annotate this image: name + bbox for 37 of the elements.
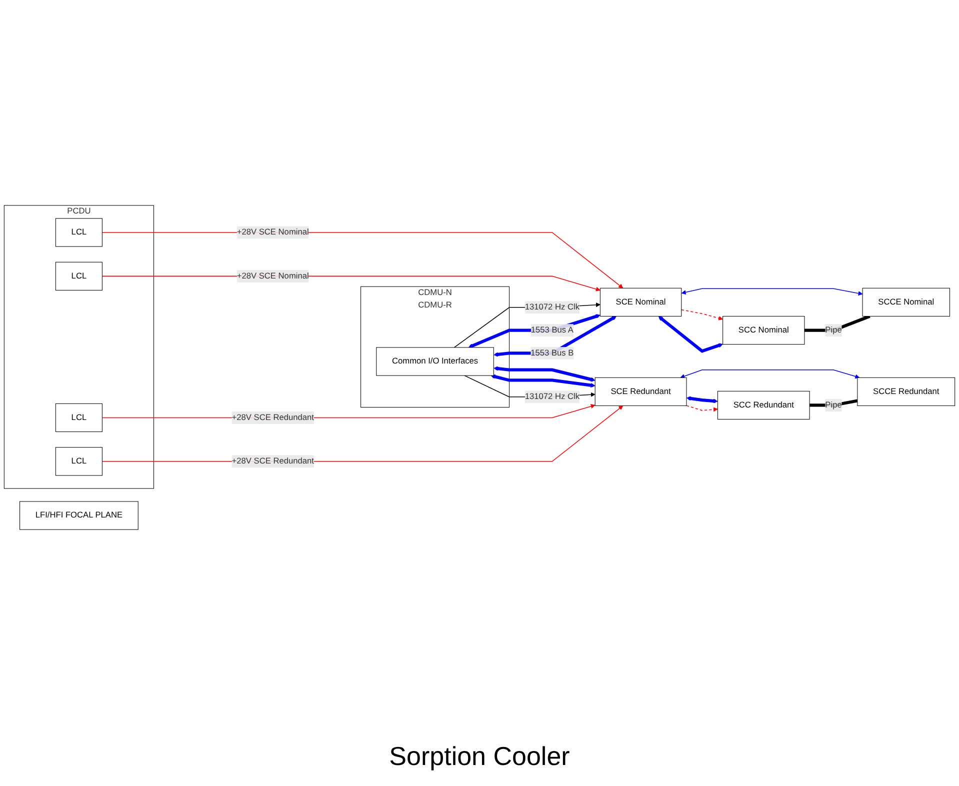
node-box: LCL xyxy=(55,403,102,432)
arrow xyxy=(494,316,617,357)
node-box: SCE Nominal xyxy=(600,288,682,316)
node-box: SCC Nominal xyxy=(722,316,805,345)
edge-label: +28V SCE Nominal xyxy=(236,228,309,237)
edge-label: 1553 Bus B xyxy=(530,348,574,358)
node-box: LFI/HFI FOCAL PLANE xyxy=(20,501,138,530)
arrow xyxy=(681,288,863,296)
arrow xyxy=(102,406,624,462)
edge-label: Pipe xyxy=(825,326,842,334)
node-box: Common I/O Interfaces xyxy=(376,347,494,376)
arrow xyxy=(490,374,596,388)
diagram-caption: Sorption Cooler xyxy=(389,740,570,773)
arrow xyxy=(454,302,600,348)
node-box: LCL xyxy=(55,218,102,247)
arrow xyxy=(468,314,600,348)
node-box: SCC Redundant xyxy=(717,390,810,420)
arrow xyxy=(494,366,596,382)
edge-label: +28V SCE Nominal xyxy=(236,272,309,280)
node-box: SCCE Redundant xyxy=(857,377,956,406)
node-box: SCCE Nominal xyxy=(862,288,950,316)
edge-label: +28V SCE Redundant xyxy=(232,456,314,466)
edge-label: Pipe xyxy=(825,400,842,410)
arrow xyxy=(680,369,860,379)
edge-label: 131072 Hz Clk xyxy=(524,302,580,312)
edge-label: 131072 Hz Clk xyxy=(524,392,580,402)
arrow xyxy=(681,309,723,320)
connector xyxy=(810,399,858,407)
arrow xyxy=(686,405,718,412)
arrow xyxy=(102,232,624,288)
edge-label: +28V SCE Redundant xyxy=(232,413,314,422)
arrow xyxy=(686,396,718,404)
edge-label: 1553 Bus A xyxy=(530,326,574,334)
node-box: LCL xyxy=(55,447,102,476)
node-box: LCL xyxy=(55,262,102,290)
arrow xyxy=(658,316,723,353)
node-box: SCE Redundant xyxy=(594,377,687,406)
